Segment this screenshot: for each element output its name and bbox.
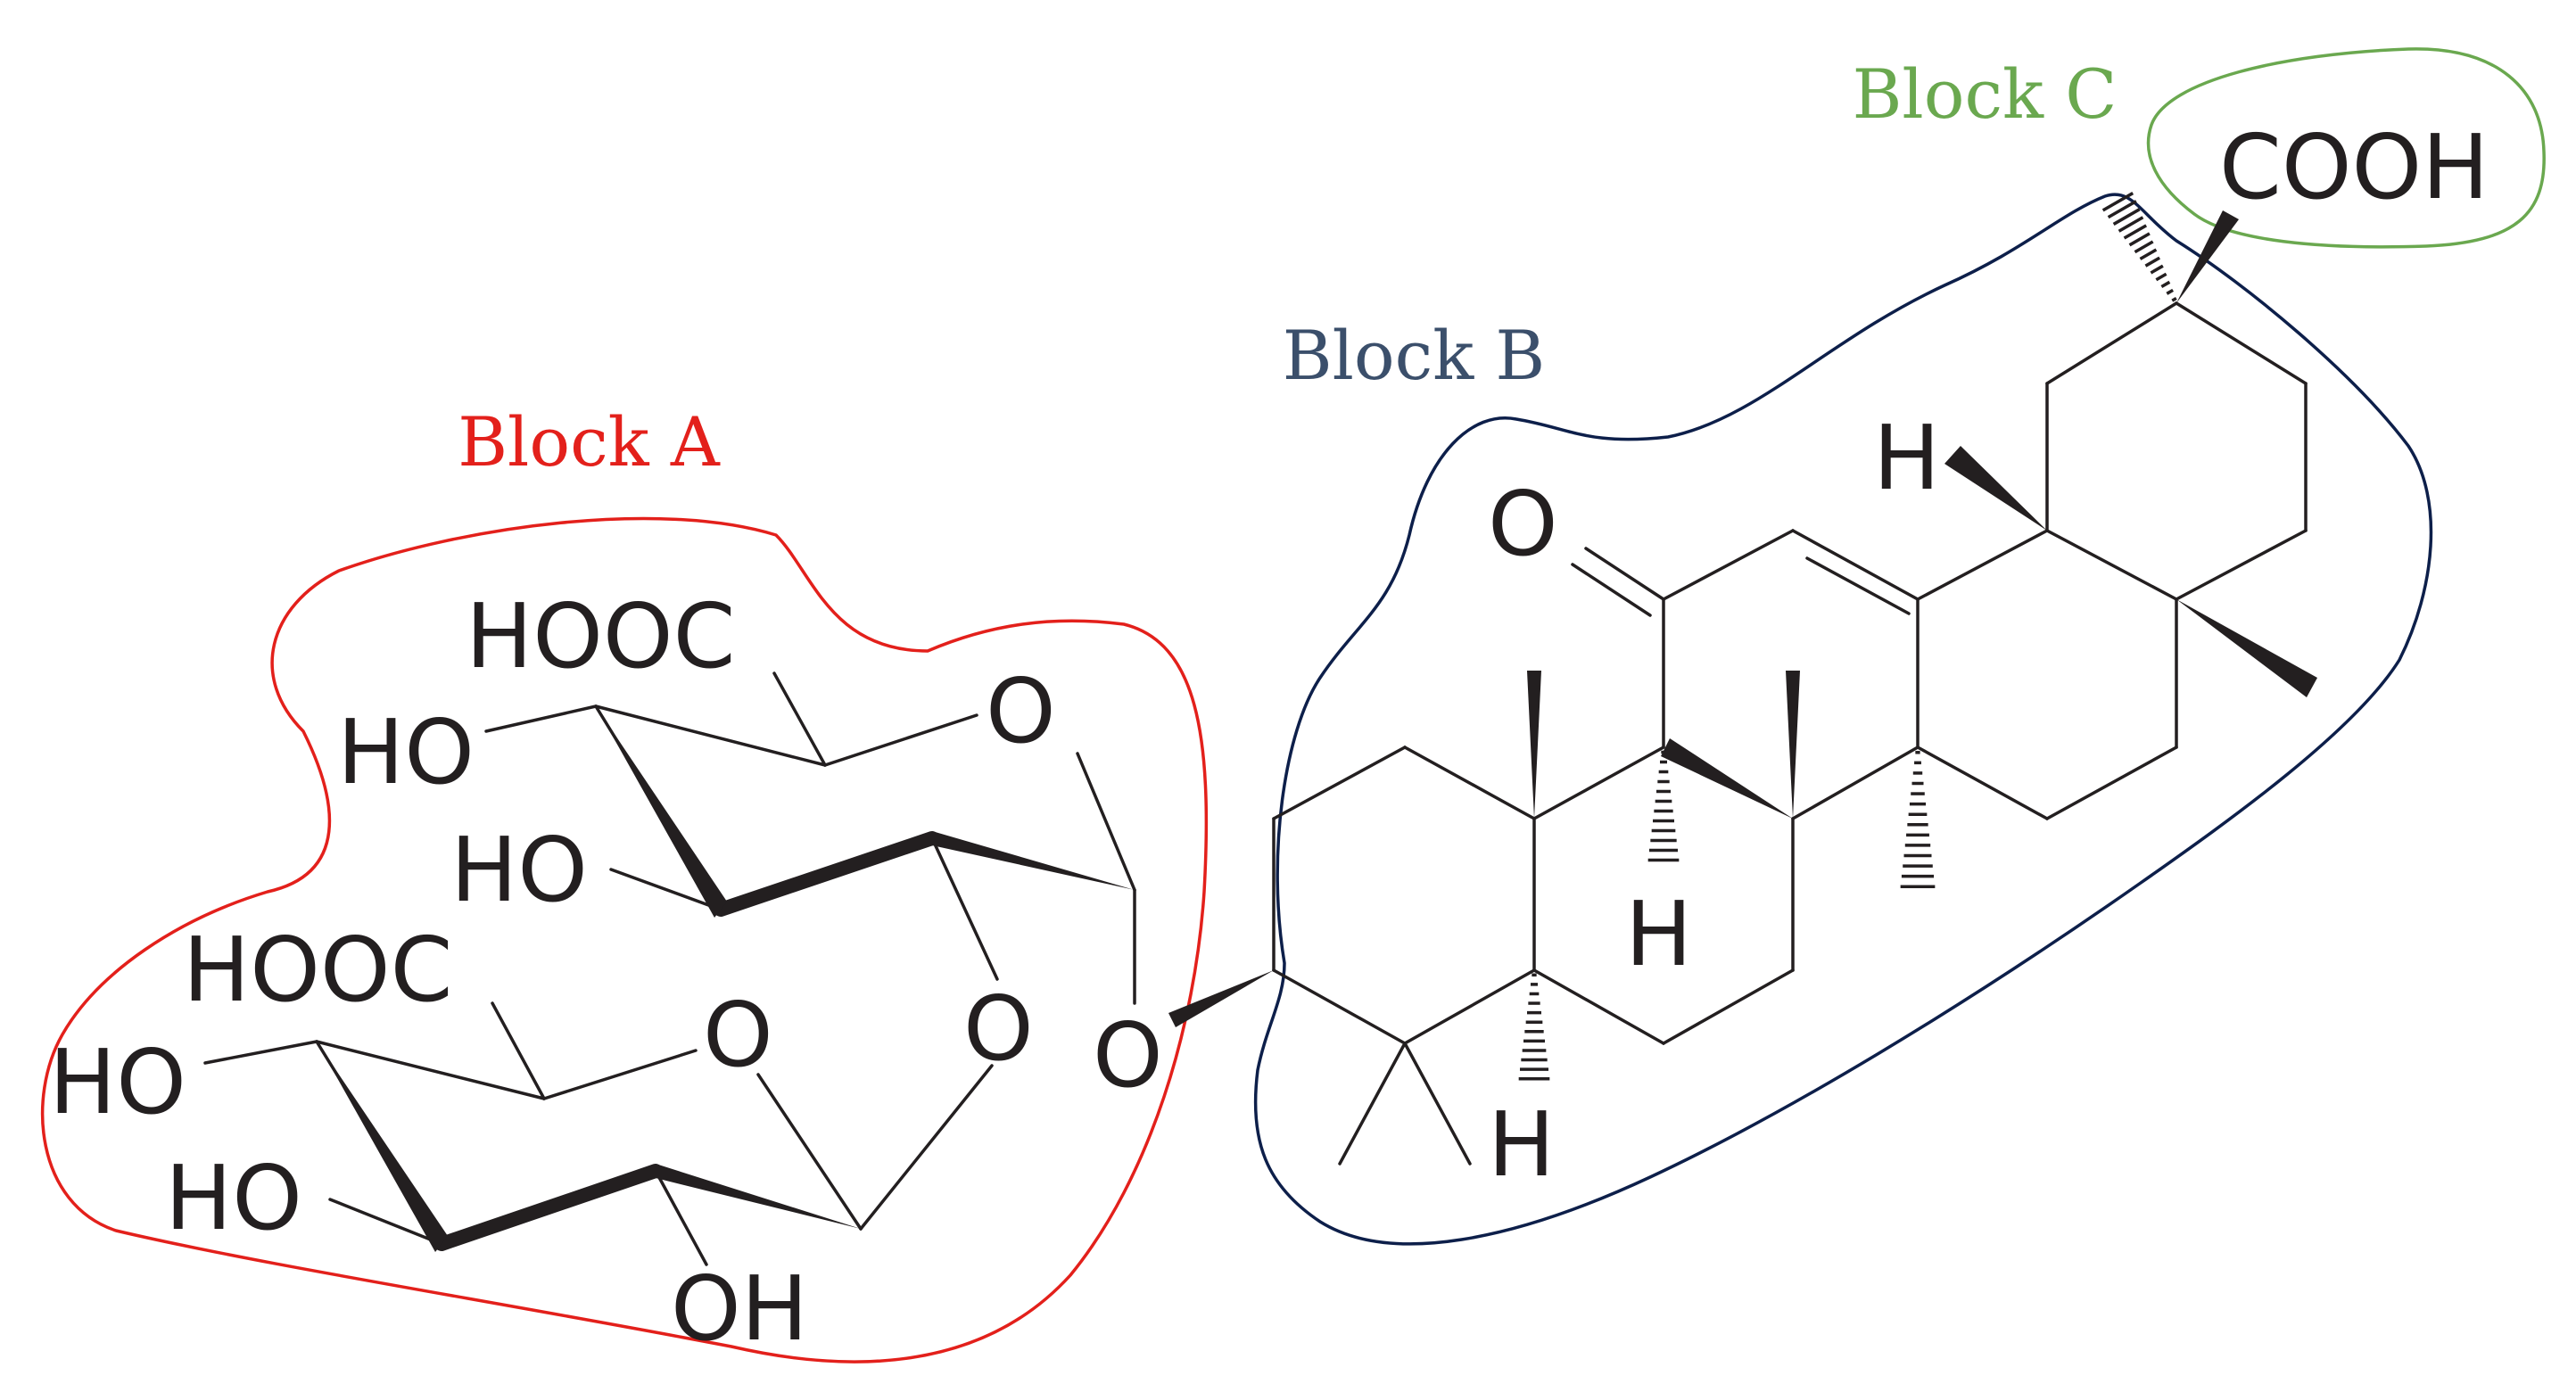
atom-cooh: COOH bbox=[2219, 115, 2489, 219]
atom-o-ring-upper: O bbox=[986, 659, 1056, 763]
atom-o-glycosidic: O bbox=[1093, 1003, 1163, 1108]
atom-oh-bottom: OH bbox=[671, 1256, 808, 1361]
hash-bond-methyl-top bbox=[2128, 232, 2151, 247]
atom-labels: HOOC HO HO O HOOC HO HO O O OH O O H H H… bbox=[49, 115, 2489, 1361]
atom-h-upper: H bbox=[1873, 406, 1940, 510]
block-b-outline bbox=[1253, 193, 2433, 1246]
block-b-label: Block B bbox=[1283, 316, 1546, 395]
atom-o-link-mid: O bbox=[963, 976, 1034, 1081]
hash-bond-methyl-top bbox=[2118, 216, 2144, 233]
stereo-wedges bbox=[1168, 210, 2317, 1027]
lower-sugar-ring bbox=[203, 1001, 994, 1266]
atom-h-lower: H bbox=[1488, 1092, 1555, 1197]
hash-bond-methyl-top bbox=[2107, 200, 2137, 219]
triterpene-skeleton bbox=[1272, 301, 2308, 1166]
atom-ho-upper-1: HO bbox=[337, 700, 475, 804]
hash-bond-methyl-top bbox=[2101, 192, 2134, 212]
atom-hooc-lower: HOOC bbox=[183, 918, 452, 1022]
hash-bond-methyl-top bbox=[2144, 256, 2161, 268]
hash-bond-methyl-top bbox=[2166, 288, 2174, 295]
upper-sugar-ring bbox=[484, 671, 1136, 1005]
atom-o-ketone: O bbox=[1488, 472, 1558, 576]
atom-ho-lower-2: HO bbox=[165, 1146, 302, 1250]
block-c-label: Block C bbox=[1853, 54, 2118, 134]
hash-bond-methyl-top bbox=[2155, 272, 2167, 282]
hash-bond-methyl-top bbox=[2112, 208, 2141, 226]
atom-hooc-upper: HOOC bbox=[466, 584, 735, 688]
hashed-bonds bbox=[1518, 192, 2177, 1081]
atom-ho-lower-1: HO bbox=[49, 1030, 186, 1134]
block-c-outline bbox=[2146, 47, 2546, 249]
hash-bond-methyl-top bbox=[2123, 224, 2148, 240]
atom-o-ring-lower: O bbox=[703, 983, 773, 1087]
hash-bond-methyl-top bbox=[2160, 280, 2171, 289]
hash-bond-methyl-top bbox=[2150, 264, 2164, 275]
atom-ho-upper-2: HO bbox=[450, 818, 588, 922]
hash-bond-methyl-top bbox=[2134, 240, 2154, 254]
hash-bond-methyl-top bbox=[2171, 296, 2177, 302]
block-a-outline bbox=[41, 516, 1209, 1363]
block-a-label: Block A bbox=[458, 402, 721, 482]
atom-h-mid: H bbox=[1625, 882, 1692, 986]
hash-bond-methyl-top bbox=[2139, 248, 2158, 260]
